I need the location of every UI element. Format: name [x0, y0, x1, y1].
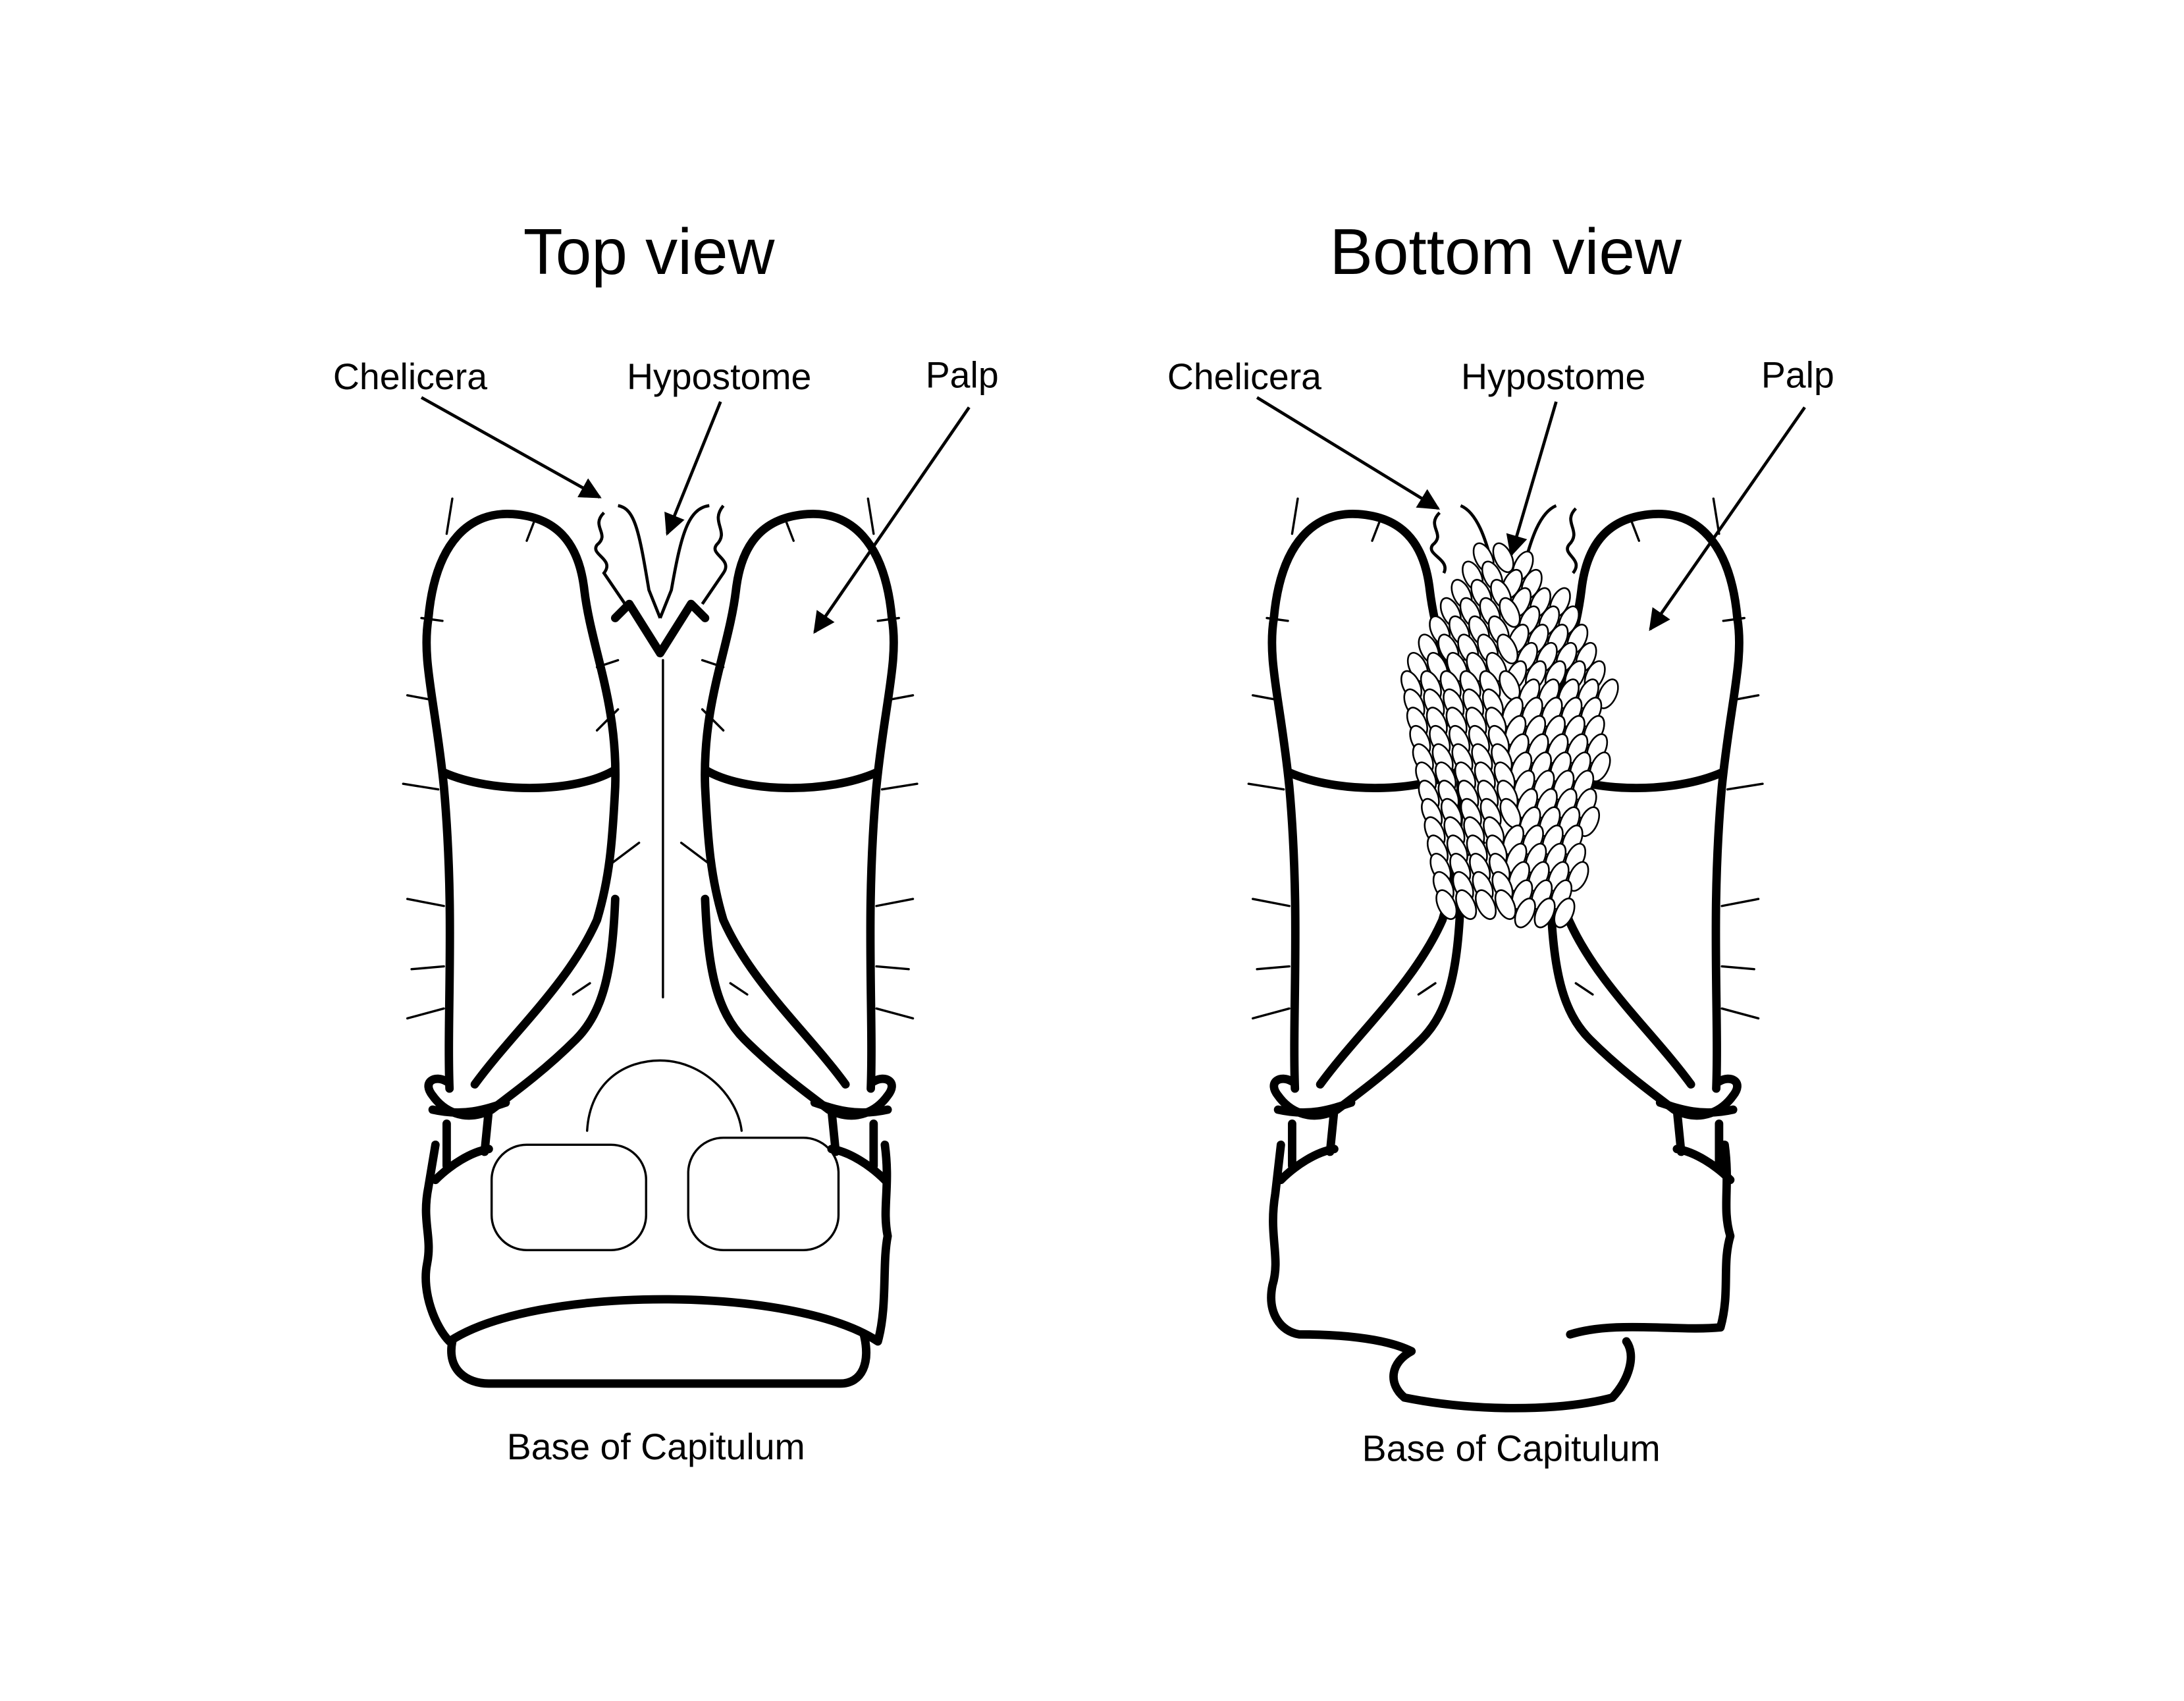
hypostome-arrow	[1506, 401, 1558, 557]
chelicerae	[594, 504, 728, 658]
chelicera-arrow	[420, 396, 602, 499]
palp-label: Palp	[1761, 355, 1834, 396]
chelicera-label: Chelicera	[333, 356, 487, 397]
palp-arrow	[1649, 406, 1806, 632]
base-label: Base of Capitulum	[507, 1426, 805, 1467]
chelicera-arrow	[1256, 396, 1441, 510]
base-label: Base of Capitulum	[1362, 1428, 1661, 1469]
hypostome-label: Hypostome	[627, 356, 811, 397]
denticle	[1499, 597, 1521, 628]
palp-arrow	[813, 406, 971, 634]
denticle	[1492, 542, 1514, 574]
denticle	[1496, 634, 1519, 664]
hypostome-denticles	[1400, 542, 1619, 929]
top-view: Top view Chelicera Hypostome Palp Base o…	[333, 215, 999, 1467]
hypostome-arrow	[664, 401, 722, 536]
porose-area-left	[490, 1143, 647, 1252]
top-view-title: Top view	[523, 215, 776, 288]
denticle	[1455, 889, 1478, 920]
porose-area-right	[687, 1136, 840, 1252]
denticle	[1494, 889, 1516, 920]
denticle	[1553, 898, 1576, 929]
left-palp	[403, 499, 639, 1179]
hypostome-label: Hypostome	[1461, 356, 1645, 397]
denticle	[1533, 898, 1556, 929]
base-of-capitulum-bottom	[1267, 1140, 1735, 1413]
chelicera-label: Chelicera	[1167, 356, 1321, 397]
bottom-view: Bottom view Chelicera Hypostome Palp Bas…	[1167, 215, 1834, 1469]
chelicerae	[1429, 504, 1578, 574]
palp-label: Palp	[926, 355, 999, 396]
right-palp	[681, 499, 917, 1179]
denticle	[1514, 898, 1536, 929]
hypostome-top	[490, 659, 840, 1252]
denticle	[1474, 889, 1497, 920]
denticle	[1435, 889, 1458, 920]
base-of-capitulum-top	[426, 1145, 888, 1384]
bottom-view-title: Bottom view	[1329, 215, 1682, 288]
